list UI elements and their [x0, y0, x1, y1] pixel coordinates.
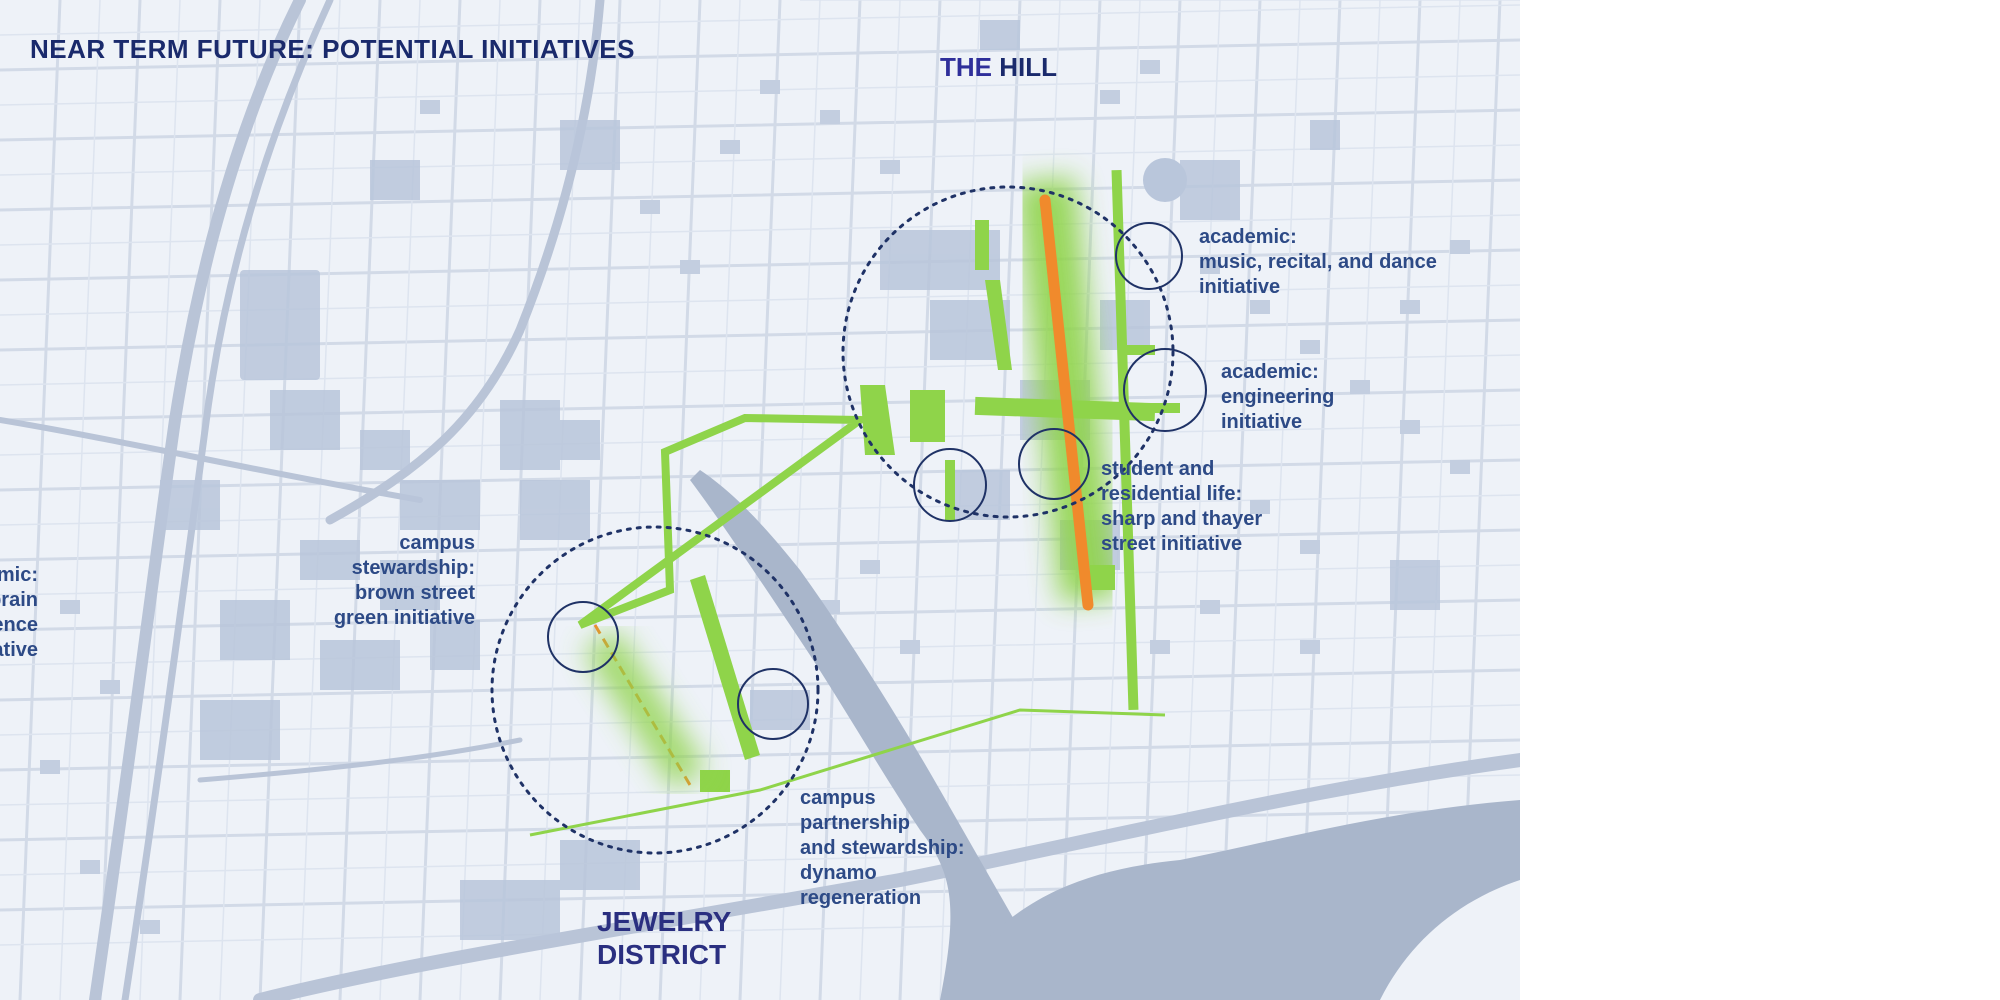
brown-street-marker	[913, 448, 987, 522]
music-initiative-marker	[1115, 222, 1183, 290]
brown-street-line-2: stewardship:	[351, 557, 475, 579]
small-buildings	[40, 60, 1470, 934]
dynamo-line-5: regeneration	[800, 887, 922, 909]
brown-street-line-4: green initiative	[333, 607, 475, 629]
dynamo-line-2: partnership	[800, 812, 911, 834]
student-life-line-1: student and	[1101, 458, 1215, 480]
brain-science-line-3: science	[0, 614, 38, 636]
green-corridors	[690, 169, 1180, 792]
river	[690, 470, 1060, 1000]
engineering-line-1: academic:	[1221, 361, 1319, 383]
hill-word-hill: HILL	[999, 52, 1057, 82]
bay	[940, 800, 1520, 1000]
student-life-line-2: residential life:	[1101, 483, 1243, 505]
engineering-initiative-label: academic: engineering initiative	[1221, 360, 1334, 435]
jewelry-line-1: JEWELRY	[597, 906, 732, 937]
jewelry-district-label: JEWELRY DISTRICT	[597, 905, 731, 971]
brain-science-line-2: brain	[0, 589, 38, 611]
hill-district-boundary	[841, 185, 1175, 519]
brown-street-initiative-label: campus stewardship: brown street green i…	[334, 531, 475, 631]
thayer-street-corridor	[1039, 194, 1094, 611]
engineering-line-2: engineering	[1221, 386, 1335, 408]
map-title: NEAR TERM FUTURE: POTENTIAL INITIATIVES	[30, 34, 635, 64]
engineering-initiative-marker	[1123, 348, 1207, 432]
jewelry-line-2: DISTRICT	[597, 939, 727, 970]
landmark-round-building	[1143, 158, 1187, 202]
hill-district-label: THE HILL	[940, 51, 1057, 84]
student-life-line-4: street initiative	[1101, 533, 1243, 555]
student-life-initiative-label: student and residential life: sharp and …	[1101, 457, 1262, 557]
highways	[0, 0, 1520, 1000]
music-line-1: academic:	[1199, 226, 1297, 248]
brown-street-line-1: campus	[399, 532, 475, 554]
student-life-line-3: sharp and thayer	[1101, 508, 1263, 530]
map-canvas	[0, 0, 1520, 1000]
music-initiative-label: academic: music, recital, and dance init…	[1199, 225, 1437, 300]
campus-map: NEAR TERM FUTURE: POTENTIAL INITIATIVES …	[0, 0, 1520, 1000]
brain-science-line-4: initiative	[0, 639, 38, 661]
bay-shore	[1380, 880, 1520, 1000]
dynamo-line-1: campus	[800, 787, 876, 809]
dynamo-line-4: dynamo	[800, 862, 877, 884]
initiative-markers	[547, 222, 1207, 740]
hill-word-the: THE	[940, 52, 992, 82]
dynamo-initiative-label: campus partnership and stewardship: dyna…	[800, 786, 964, 911]
dynamo-marker	[737, 668, 809, 740]
music-line-3: initiative	[1199, 276, 1281, 298]
dynamo-line-3: and stewardship:	[800, 837, 965, 859]
brain-science-glow	[583, 629, 707, 791]
music-line-2: music, recital, and dance	[1199, 251, 1437, 273]
green-shoreline	[529, 708, 1166, 837]
engineering-line-3: initiative	[1221, 411, 1303, 433]
brain-science-marker	[547, 601, 619, 673]
brain-science-initiative-label: academic: brain science initiative	[0, 563, 38, 663]
brown-street-line-3: brown street	[354, 582, 475, 604]
jewelry-district-boundary	[490, 525, 820, 855]
student-life-marker	[1018, 428, 1090, 500]
brain-science-line-1: academic:	[0, 564, 38, 586]
green-connector	[577, 413, 872, 629]
